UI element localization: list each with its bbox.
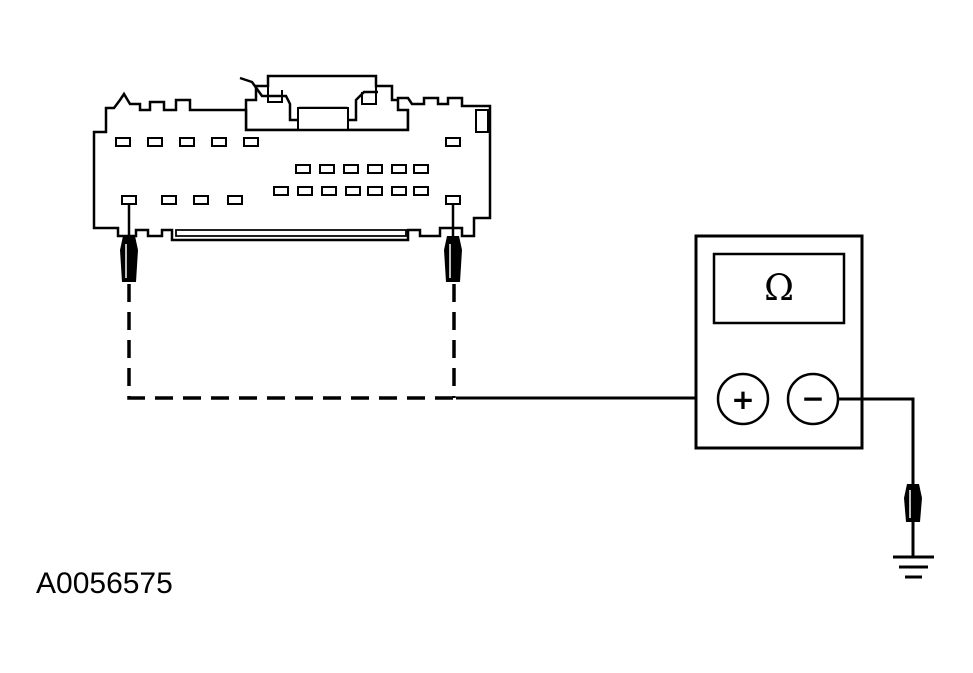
positive-terminal-label: +	[731, 383, 754, 416]
ground-lead	[838, 397, 922, 556]
dashed-leads	[127, 284, 456, 400]
pin-row-top	[115, 137, 461, 147]
ground-symbol-icon	[893, 555, 934, 579]
positive-terminal[interactable]	[716, 372, 770, 426]
ohm-symbol: Ω	[764, 268, 794, 309]
ground-probe-icon	[904, 484, 922, 522]
pin-row-lower	[273, 186, 429, 196]
figure-id: A0056575	[36, 567, 173, 600]
ohmmeter: Ω + −	[694, 234, 864, 450]
left-probe-icon	[120, 236, 138, 282]
negative-terminal-label: −	[801, 382, 824, 415]
right-probe-icon	[444, 236, 462, 282]
connector	[92, 74, 492, 242]
right-probe	[444, 204, 462, 282]
left-probe	[120, 204, 138, 282]
pin-row-middle	[295, 164, 429, 174]
pin-row-bottom	[121, 195, 461, 205]
meter-display	[712, 252, 846, 325]
